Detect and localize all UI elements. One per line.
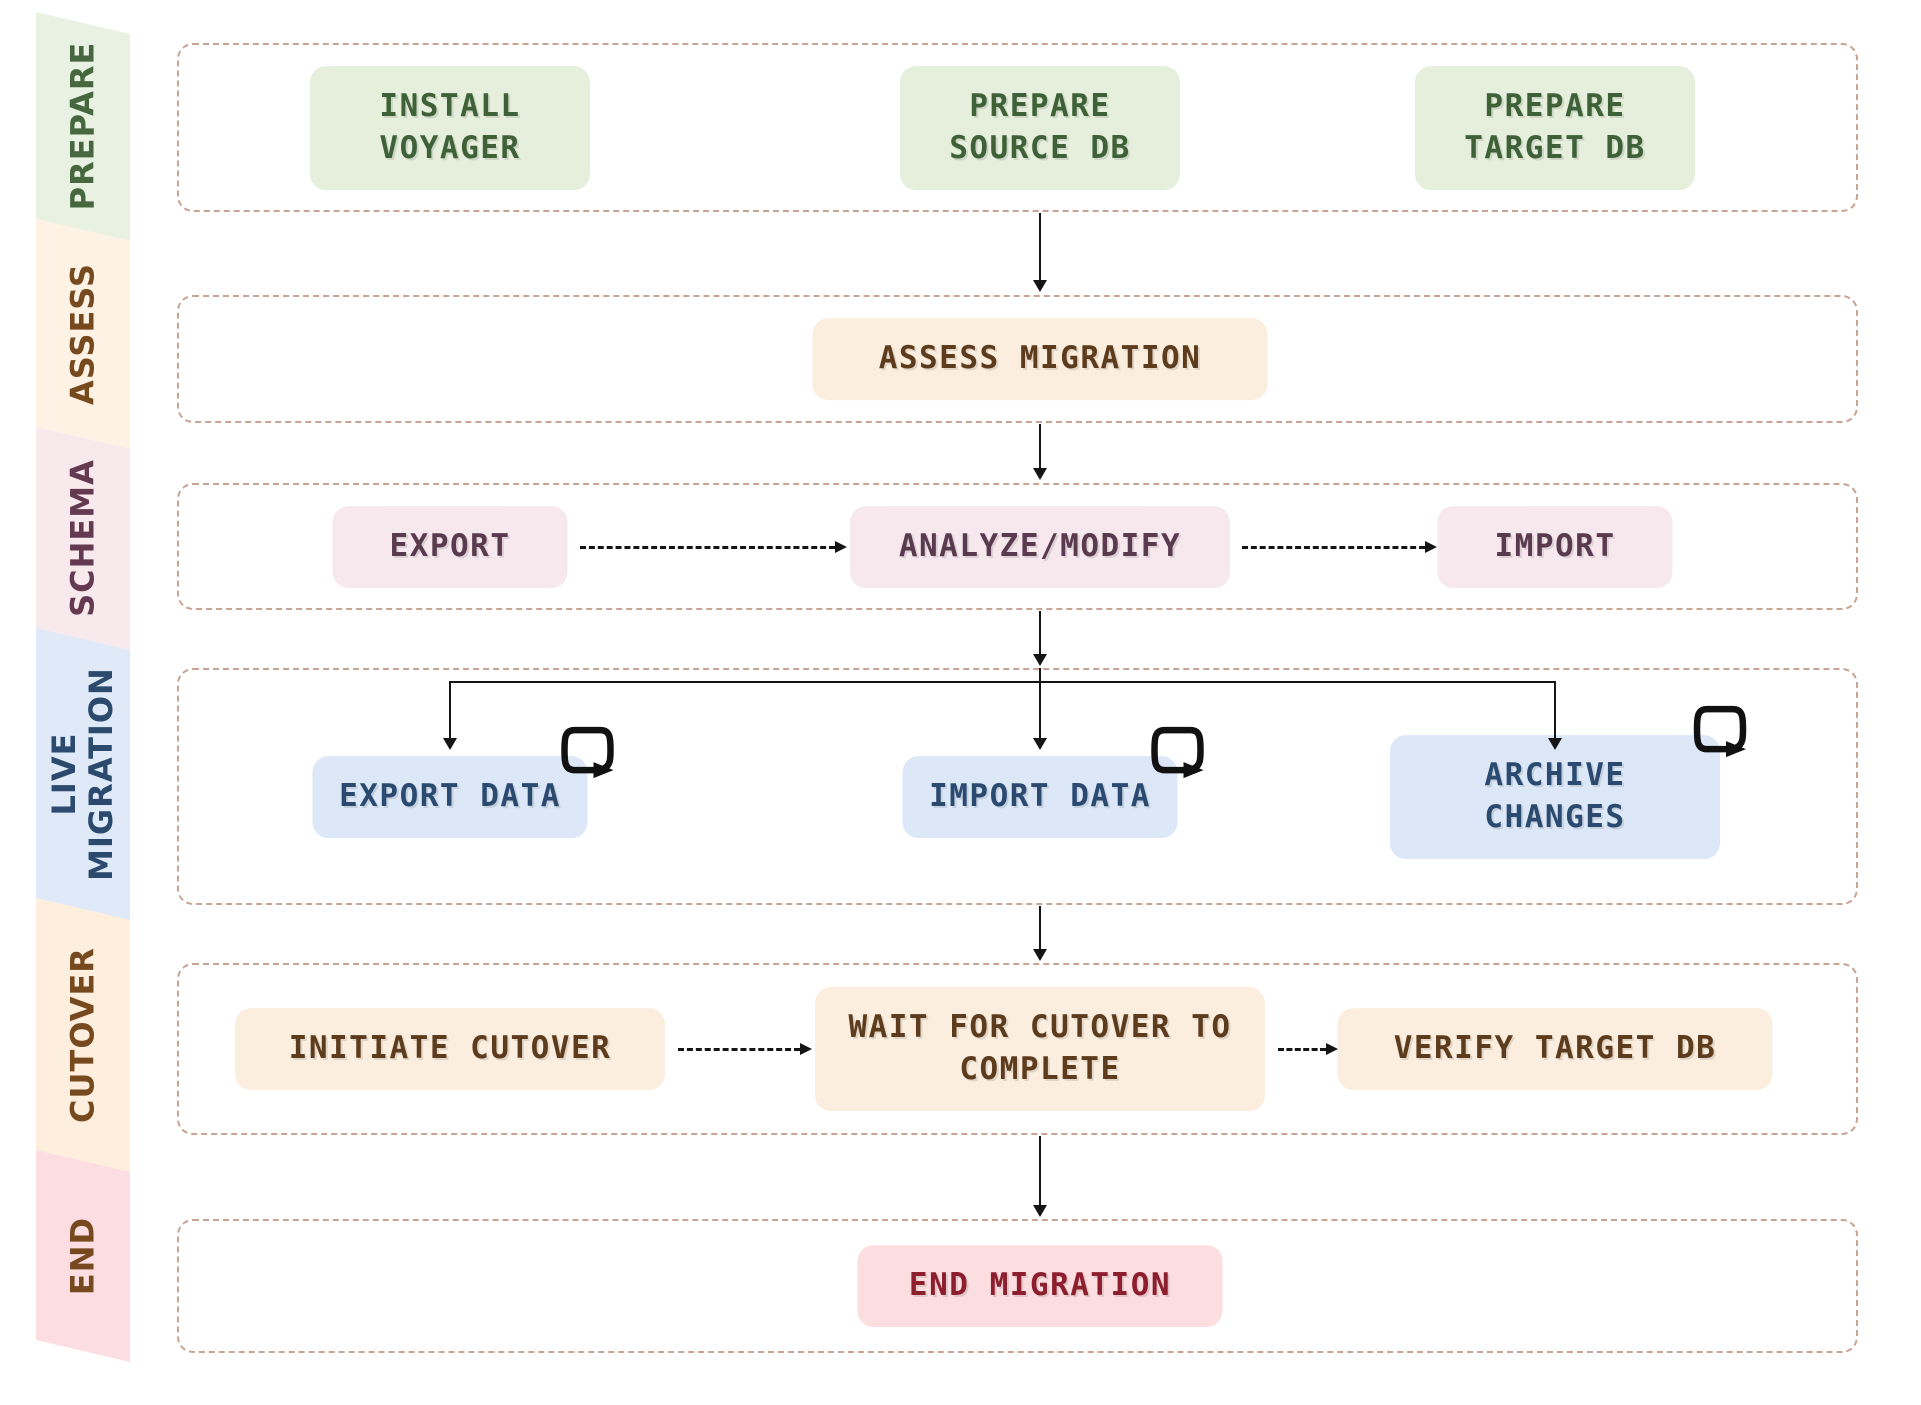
loop-icon <box>1693 705 1747 758</box>
row-schema <box>177 483 1858 610</box>
branch-arrow-export-data <box>443 681 457 750</box>
dashed-arrow-export-to-analyze <box>580 541 847 553</box>
arrow-prepare-to-assess <box>1033 213 1047 292</box>
branch-arrow-import-data <box>1033 668 1047 750</box>
phase-label-prepare: PREPARE <box>63 41 102 211</box>
dashed-arrow-analyze-to-import <box>1242 541 1437 553</box>
phase-band-cutover <box>36 898 130 1172</box>
node-import: IMPORT <box>1437 506 1673 588</box>
branch-arrow-archive-changes <box>1548 681 1562 750</box>
loop-icon <box>1151 726 1204 779</box>
dashed-arrow-wait-to-verify <box>1278 1043 1338 1055</box>
node-import-data: IMPORT DATA <box>902 726 1204 838</box>
phase-band-prepare <box>36 12 130 241</box>
row-cutover <box>177 963 1858 1135</box>
phase-band-schema <box>36 427 130 650</box>
node-prepare-source-db: PREPARE SOURCE DB <box>900 66 1180 190</box>
row-assess <box>177 295 1858 423</box>
arrow-live-to-cutover <box>1033 906 1047 961</box>
node-export: EXPORT <box>332 506 568 588</box>
node-export-data: EXPORT DATA <box>312 726 614 838</box>
phase-label-live-migration: LIVE MIGRATION <box>45 667 120 881</box>
row-live-migration <box>177 668 1858 905</box>
phase-label-end: END <box>63 1216 102 1296</box>
phase-label-assess: ASSESS <box>63 263 102 405</box>
dashed-arrow-initiate-to-wait <box>678 1043 812 1055</box>
phase-label-schema: SCHEMA <box>63 459 102 617</box>
node-export-data-label: EXPORT DATA <box>339 778 561 815</box>
arrow-assess-to-schema <box>1033 424 1047 480</box>
node-initiate-cutover: INITIATE CUTOVER <box>235 1008 665 1090</box>
node-assess-migration: ASSESS MIGRATION <box>812 318 1268 400</box>
phase-band-assess <box>36 219 130 449</box>
node-import-data-label: IMPORT DATA <box>929 778 1151 815</box>
phase-band-end <box>36 1150 130 1362</box>
branch-line <box>449 681 1556 683</box>
row-end <box>177 1219 1858 1353</box>
arrow-schema-to-live <box>1033 611 1047 666</box>
node-install-voyager: INSTALL VOYAGER <box>310 66 590 190</box>
phase-label-cutover: CUTOVER <box>63 947 102 1123</box>
node-archive-changes-label: ARCHIVE CHANGES <box>1484 757 1626 835</box>
node-wait-for-cutover: WAIT FOR CUTOVER TO COMPLETE <box>815 987 1265 1111</box>
row-prepare <box>177 43 1858 212</box>
node-archive-changes: ARCHIVE CHANGES <box>1390 705 1747 859</box>
node-prepare-target-db: PREPARE TARGET DB <box>1415 66 1695 190</box>
node-end-migration: END MIGRATION <box>857 1245 1223 1327</box>
arrow-cutover-to-end <box>1033 1136 1047 1217</box>
node-analyze-modify: ANALYZE/MODIFY <box>850 506 1230 588</box>
node-verify-target-db: VERIFY TARGET DB <box>1337 1008 1773 1090</box>
loop-icon <box>561 726 614 779</box>
phase-band-live-migration <box>36 628 130 920</box>
